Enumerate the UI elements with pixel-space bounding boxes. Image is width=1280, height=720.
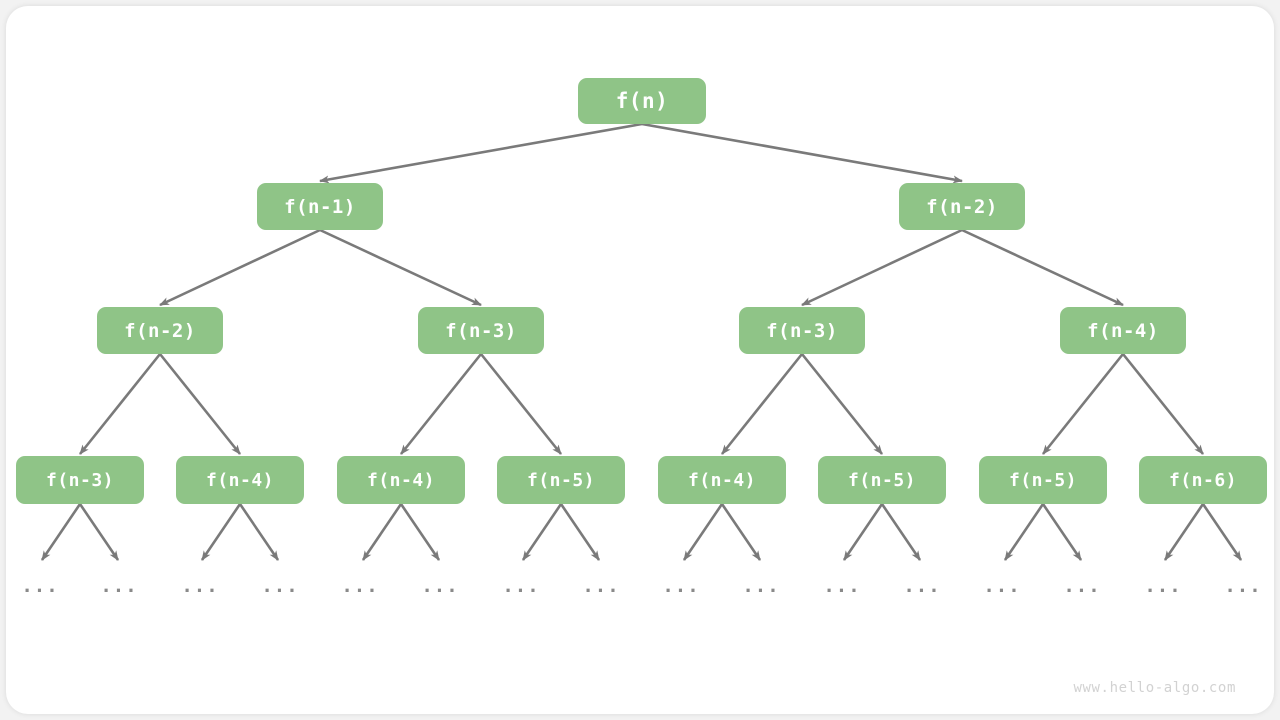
ellipsis-1: ... [100,575,138,597]
edge-n13-to-e13 [1041,503,1083,561]
edge-n13-to-e12 [1003,503,1045,561]
ellipsis-5: ... [421,575,459,597]
ellipsis-12: ... [983,575,1021,597]
edge-group [40,122,1243,561]
ellipsis-15: ... [1224,575,1262,597]
tree-node-n7[interactable]: f(n-3) [16,456,144,504]
ellipsis-10: ... [823,575,861,597]
ellipsis-2: ... [181,575,219,597]
tree-node-n6[interactable]: f(n-4) [1060,307,1186,354]
edge-n11-to-e8 [682,503,724,561]
edge-n10-to-e7 [559,503,601,561]
edge-n4-to-n10 [479,353,563,455]
edge-n12-to-e10 [842,503,884,561]
edge-n2-to-n6 [961,228,1124,307]
tree-node-n11[interactable]: f(n-4) [658,456,786,504]
ellipsis-14: ... [1144,575,1182,597]
watermark-label: www.hello-algo.com [1073,680,1236,696]
edge-n9-to-e4 [361,503,403,561]
ellipsis-7: ... [582,575,620,597]
tree-node-n3[interactable]: f(n-2) [97,307,223,354]
ellipsis-13: ... [1063,575,1101,597]
edge-n0-to-n1 [319,122,643,184]
edge-n4-to-n9 [399,353,483,455]
edge-n11-to-e9 [720,503,762,561]
ellipsis-9: ... [742,575,780,597]
edge-n1-to-n4 [319,228,482,307]
edge-n14-to-e14 [1163,503,1205,561]
tree-node-n1[interactable]: f(n-1) [257,183,383,230]
tree-node-n14[interactable]: f(n-6) [1139,456,1267,504]
ellipsis-11: ... [903,575,941,597]
ellipsis-3: ... [261,575,299,597]
ellipsis-8: ... [662,575,700,597]
edge-n12-to-e11 [880,503,922,561]
tree-node-n4[interactable]: f(n-3) [418,307,544,354]
tree-node-n13[interactable]: f(n-5) [979,456,1107,504]
tree-node-n8[interactable]: f(n-4) [176,456,304,504]
edge-n3-to-n8 [158,353,242,455]
tree-node-n9[interactable]: f(n-4) [337,456,465,504]
edge-n6-to-n14 [1121,353,1205,455]
edge-n9-to-e5 [399,503,441,561]
edge-n6-to-n13 [1041,353,1125,455]
tree-node-n5[interactable]: f(n-3) [739,307,865,354]
edge-n3-to-n7 [78,353,162,455]
edge-n0-to-n2 [641,122,963,184]
edge-n7-to-e0 [40,503,82,561]
tree-node-n0[interactable]: f(n) [578,78,706,124]
tree-node-n10[interactable]: f(n-5) [497,456,625,504]
ellipsis-0: ... [21,575,59,597]
tree-node-n12[interactable]: f(n-5) [818,456,946,504]
edge-n8-to-e2 [200,503,242,561]
tree-node-n2[interactable]: f(n-2) [899,183,1025,230]
edge-n7-to-e1 [78,503,120,561]
edge-n5-to-n12 [800,353,884,455]
edge-n2-to-n5 [801,228,963,307]
edge-n1-to-n3 [159,228,321,307]
ellipsis-4: ... [341,575,379,597]
edge-n14-to-e15 [1201,503,1243,561]
ellipsis-6: ... [502,575,540,597]
edge-n5-to-n11 [720,353,804,455]
edge-n8-to-e3 [238,503,280,561]
edge-n10-to-e6 [521,503,563,561]
